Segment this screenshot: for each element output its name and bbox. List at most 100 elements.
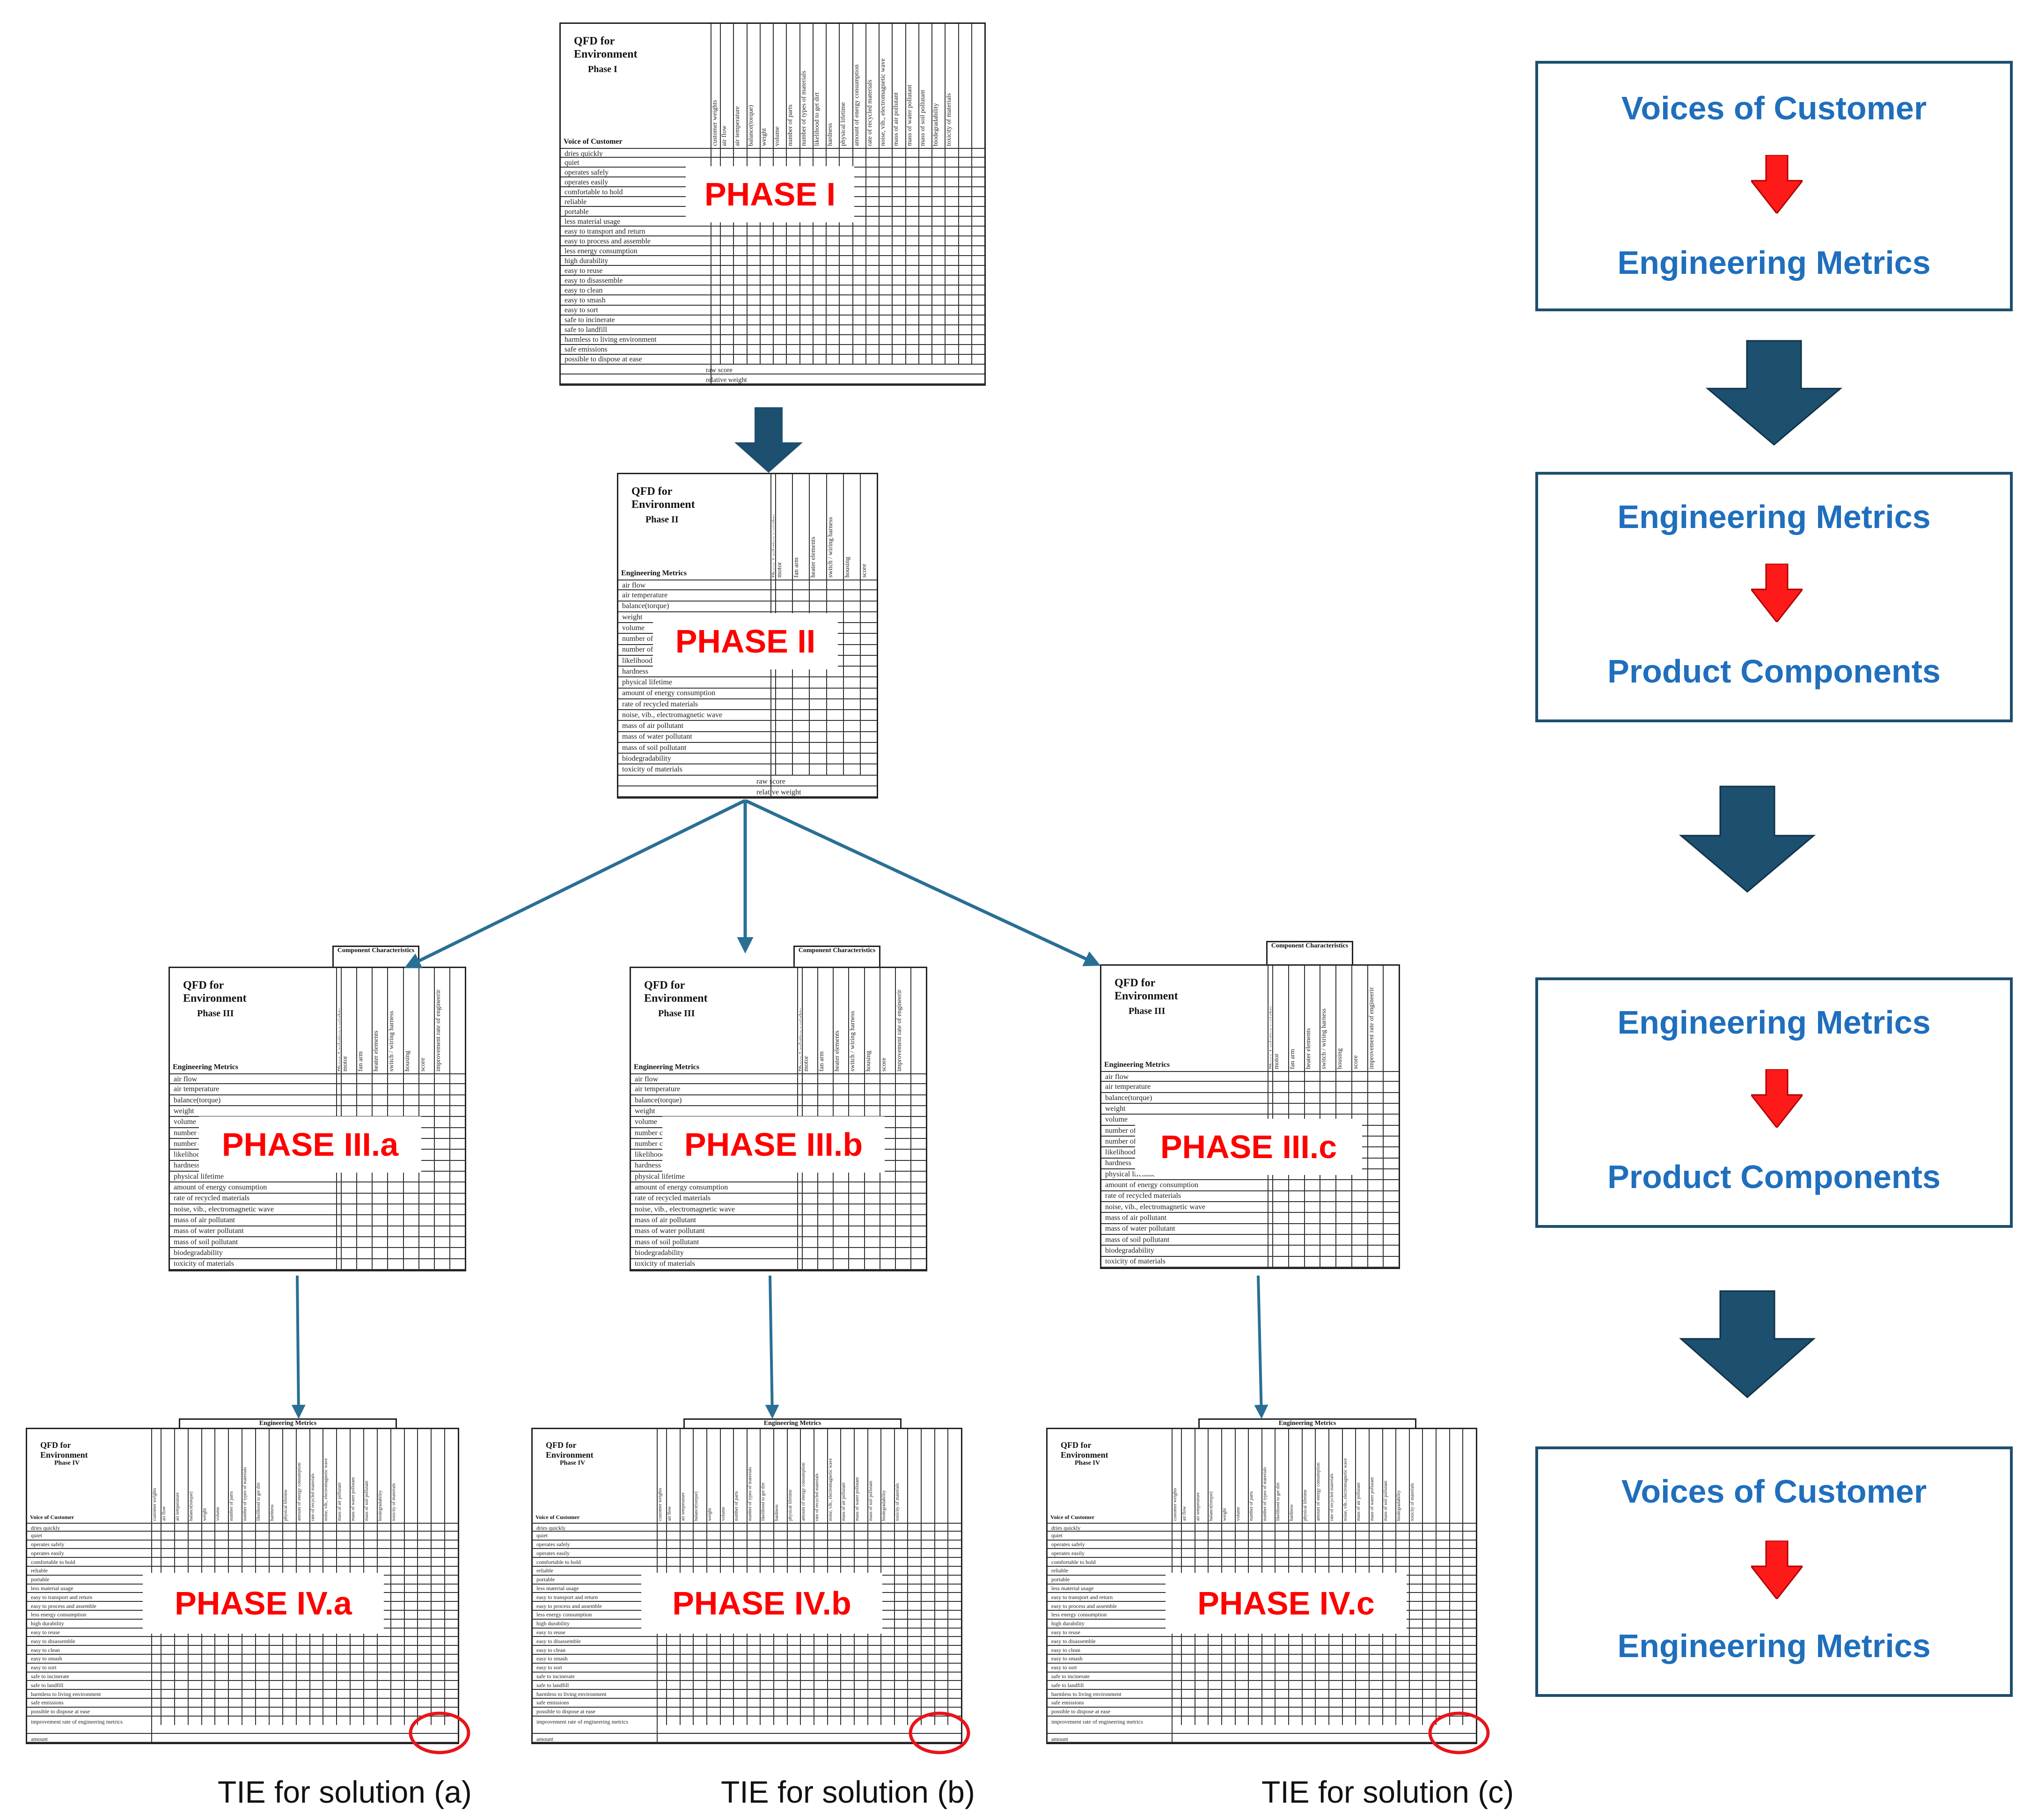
p2-row: biodegradability	[618, 754, 877, 765]
p4b-phase-name: Phase IV	[560, 1459, 586, 1467]
p2-row: physical lifetime	[618, 677, 877, 689]
p4c-grid-col	[1422, 1429, 1423, 1725]
p4c-phase-name: Phase IV	[1075, 1459, 1100, 1467]
flow-box-2-top: Engineering Metrics	[1617, 499, 1931, 535]
phase-label-2: PHASE II	[653, 613, 838, 669]
p3a-row: air temperature	[170, 1084, 465, 1095]
down-arrow-icon	[1705, 340, 1843, 446]
red-down-arrow-icon	[1751, 564, 1803, 622]
p2-grid-col	[843, 474, 844, 776]
p2-row: mass of soil pollutant	[618, 743, 877, 754]
p2-summary-row: relative weight	[618, 786, 877, 797]
p3a-row: mass of soil pollutant	[170, 1237, 465, 1248]
p4a-grid-col	[390, 1429, 391, 1725]
p4c-grid-col	[1462, 1429, 1464, 1725]
p1-row: possible to dispose at ease	[561, 355, 984, 365]
tie-highlight-circle-a	[409, 1711, 470, 1754]
p4a-row-header-label: Voice of Customer	[30, 1514, 74, 1521]
p3b-row: toxicity of materials	[631, 1259, 926, 1270]
p1-row: easy to clean	[561, 286, 984, 296]
p4c-grid-col	[1408, 1429, 1410, 1725]
p1-row: easy to sort	[561, 306, 984, 316]
p3c-row: balance(torque)	[1101, 1093, 1399, 1104]
p3b-row: mass of soil pollutant	[631, 1237, 926, 1248]
p3c-grid-col	[1383, 966, 1384, 1268]
p3b-row: air flow	[631, 1073, 926, 1085]
p3a-row: rate of recycled materials	[170, 1194, 465, 1204]
p3a-row: biodegradability	[170, 1248, 465, 1259]
p3c-row: biodegradability	[1101, 1246, 1399, 1257]
p3a-row: amount of energy consumption	[170, 1182, 465, 1194]
p1-row: safe to incinerate	[561, 316, 984, 325]
p4c-grid-col	[1436, 1429, 1437, 1725]
p3a-row: mass of water pollutant	[170, 1226, 465, 1237]
p1-summary-row: relative weight	[561, 374, 984, 384]
p3b-row: mass of water pollutant	[631, 1226, 926, 1237]
phase-label-3a: PHASE III.a	[199, 1116, 421, 1173]
p3b-column-group-header: Component Characteristics	[793, 946, 880, 970]
p3b-grid-col	[910, 968, 911, 1270]
p4a-summary-row: improvement rate of engineering metrics	[27, 1717, 458, 1734]
phase-label-4b: PHASE IV.b	[641, 1573, 882, 1634]
p3c-grid-col	[1351, 966, 1352, 1268]
p3c-row: amount of energy consumption	[1101, 1180, 1399, 1191]
down-arrow-b	[765, 1275, 779, 1419]
p3c-grid-col	[1304, 966, 1305, 1268]
tie-label-a: TIE for solution (a)	[218, 1775, 472, 1809]
p3c-grid-col	[1367, 966, 1368, 1268]
p2-phase-name: Phase II	[645, 514, 679, 525]
p3a-row: noise, vib., electromagnetic wave	[170, 1204, 465, 1216]
p1-row: easy to smash	[561, 295, 984, 306]
red-down-arrow-icon	[1751, 155, 1803, 213]
p4c-grid-col	[1449, 1429, 1450, 1725]
p1-row: high durability	[561, 256, 984, 266]
p1-row: safe emissions	[561, 345, 984, 355]
p4c-summary-row: amount	[1048, 1734, 1476, 1743]
p3c-row: air flow	[1101, 1071, 1399, 1082]
p3c-grid-col	[1288, 966, 1289, 1268]
p3c-row: mass of air pollutant	[1101, 1213, 1399, 1224]
down-arrow-c	[1254, 1275, 1268, 1419]
p2-row: hardness	[618, 667, 877, 678]
down-arrow-icon	[734, 407, 803, 473]
flow-box-4-bottom: Engineering Metrics	[1617, 1628, 1931, 1664]
p3c-row-header-label: Engineering Metrics	[1104, 1060, 1170, 1069]
p3c-column-group-header: Component Characteristics	[1266, 941, 1353, 966]
p3c-grid-col	[1335, 966, 1336, 1268]
p2-row: noise, vib., electromagnetic wave	[618, 710, 877, 721]
branch-arrow-right	[744, 799, 1101, 967]
tie-highlight-circle-b	[909, 1711, 970, 1754]
p1-grid-col	[865, 24, 866, 365]
p1-row: easy to transport and return	[561, 227, 984, 237]
p3a-phase-name: Phase III	[197, 1008, 234, 1019]
p3a-row: physical lifetime	[170, 1172, 465, 1183]
p1-grid-col	[945, 24, 946, 365]
p3c-grid-col	[1272, 966, 1273, 1268]
p2-row: amount of energy consumption	[618, 689, 877, 699]
p1-grid-col	[918, 24, 919, 365]
p3b-row: noise, vib., electromagnetic wave	[631, 1204, 926, 1216]
down-arrow-a	[291, 1275, 306, 1419]
tie-label-c: TIE for solution (c)	[1261, 1775, 1514, 1809]
p3a-row: balance(torque)	[170, 1095, 465, 1106]
p4b-grid-col	[934, 1429, 935, 1725]
flow-box-1-top: Voices of Customer	[1621, 90, 1927, 126]
p3b-row: rate of recycled materials	[631, 1194, 926, 1204]
down-arrow-icon	[1679, 1290, 1816, 1398]
flow-box-4-top: Voices of Customer	[1621, 1473, 1927, 1510]
p4b-row-header-label: Voice of Customer	[535, 1514, 580, 1521]
p4a-grid-col	[431, 1429, 432, 1725]
p3b-grid-col	[895, 968, 896, 1270]
p3b-row-header-label: Engineering Metrics	[634, 1063, 699, 1071]
